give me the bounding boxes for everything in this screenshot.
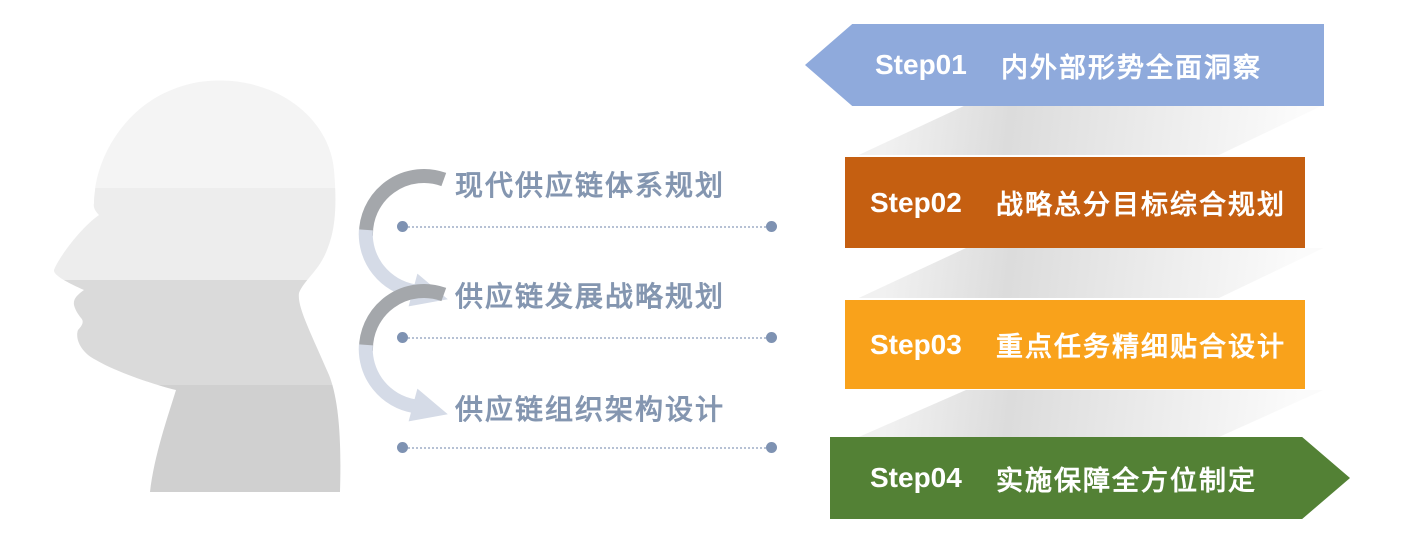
- step-number: Step02: [870, 186, 962, 218]
- head-silhouette-icon: [53, 80, 341, 492]
- curved-arrow-icon: [358, 284, 448, 422]
- curved-arrow-dark-segment: [358, 284, 447, 352]
- step-banner-1: Step01 内外部形势全面洞察: [805, 24, 1324, 106]
- endpoint-dot: [397, 442, 408, 453]
- curved-arrow-light-segment: [358, 344, 416, 413]
- endpoint-dot: [766, 442, 777, 453]
- endpoint-dot: [397, 221, 408, 232]
- head-band-2: [53, 188, 341, 280]
- curved-arrow-head: [408, 388, 448, 422]
- step-banner-4: Step04 实施保障全方位制定: [830, 437, 1350, 519]
- mid-label-organization-structure: 供应链组织架构设计: [455, 394, 726, 425]
- endpoint-dot: [766, 221, 777, 232]
- curved-arrow-dark-segment: [358, 169, 447, 237]
- mid-label-development-strategy: 供应链发展战略规划: [455, 281, 726, 312]
- head-band-3: [53, 280, 341, 385]
- fold-shadow: [858, 105, 1324, 155]
- dotted-connector-line: [397, 221, 777, 232]
- step-number: Step03: [870, 328, 962, 360]
- endpoint-dot: [766, 332, 777, 343]
- fold-shadow: [858, 390, 1324, 437]
- dotted-connector-line: [397, 442, 777, 453]
- fold-shadow: [858, 248, 1324, 298]
- endpoint-dot: [397, 332, 408, 343]
- head-band-1: [53, 80, 341, 188]
- head-band-4: [53, 385, 341, 492]
- step-number: Step04: [870, 462, 962, 493]
- step-banner-2: Step02 战略总分目标综合规划: [845, 157, 1305, 248]
- mid-label-modern-supply-chain-system: 现代供应链体系规划: [455, 170, 726, 201]
- step-title: 实施保障全方位制定: [996, 465, 1257, 496]
- dotted-connector-line: [397, 332, 777, 343]
- step-number: Step01: [875, 49, 967, 80]
- step-banner-3: Step03 重点任务精细贴合设计: [845, 300, 1305, 389]
- step-title: 重点任务精细贴合设计: [996, 332, 1286, 362]
- step-title: 内外部形势全面洞察: [1001, 52, 1262, 83]
- step-title: 战略总分目标综合规划: [996, 190, 1286, 220]
